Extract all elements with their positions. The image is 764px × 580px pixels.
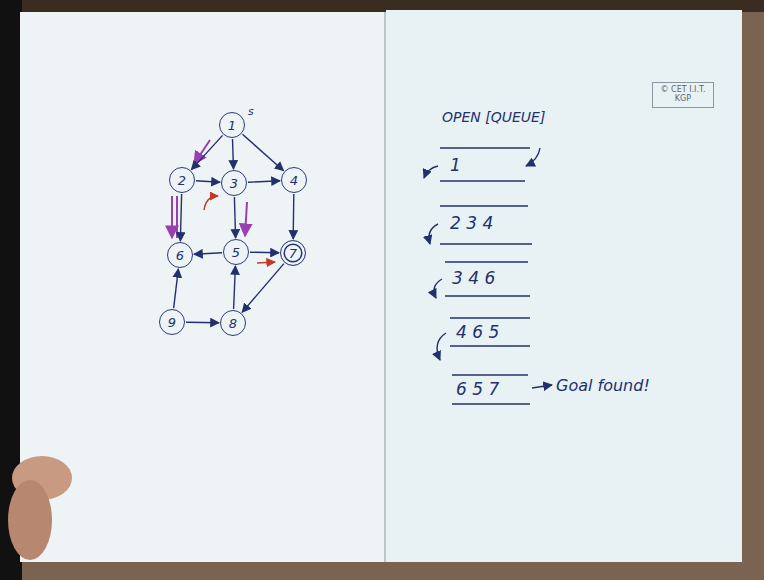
graph-edge — [174, 269, 179, 308]
graph-edge — [180, 194, 181, 241]
queue-text: Goal found! — [556, 377, 650, 395]
node-number: 5 — [232, 246, 240, 259]
graph-node: 5 — [223, 239, 249, 265]
graph-edge — [234, 266, 236, 309]
graph-node: 9 — [159, 309, 185, 335]
queue-text: 4 6 5 — [456, 323, 499, 342]
node-number: 4 — [290, 174, 298, 187]
graph-node: 7 — [280, 240, 306, 266]
node-number: 7 — [289, 247, 297, 260]
node-number: 9 — [168, 316, 176, 329]
graph-node: 3 — [221, 170, 247, 196]
queue-text: OPEN [QUEUE] — [442, 110, 545, 125]
graph-node: 4 — [281, 167, 307, 193]
queue-text: 6 5 7 — [456, 380, 499, 399]
graph-edge — [186, 322, 219, 324]
graph-edge — [292, 194, 294, 239]
graph-node: 6 — [167, 242, 193, 268]
graph-edge — [196, 181, 220, 182]
graph-edge — [242, 264, 284, 313]
graph-node: 1 — [219, 112, 245, 138]
graph-edge — [191, 135, 222, 169]
graph-edge — [234, 197, 235, 238]
node-number: 8 — [229, 317, 237, 330]
graph-edge — [248, 181, 280, 183]
start-marker: s — [248, 106, 254, 118]
node-number: 6 — [176, 249, 184, 262]
graph-node: 2 — [169, 167, 195, 193]
node-number: 1 — [228, 119, 236, 132]
node-number: 2 — [178, 174, 186, 187]
graph-edge — [250, 252, 279, 254]
queue-text: 1 — [450, 156, 461, 175]
node-number: 3 — [230, 177, 238, 190]
copyright-stamp: © CET I.I.T. KGP — [652, 82, 714, 108]
graph-edge — [242, 134, 283, 170]
graph-edge — [194, 253, 222, 255]
graph-edge — [232, 139, 233, 169]
queue-text: 3 4 6 — [452, 269, 495, 288]
graph-node: 8 — [220, 310, 246, 336]
queue-text: 2 3 4 — [450, 214, 493, 233]
